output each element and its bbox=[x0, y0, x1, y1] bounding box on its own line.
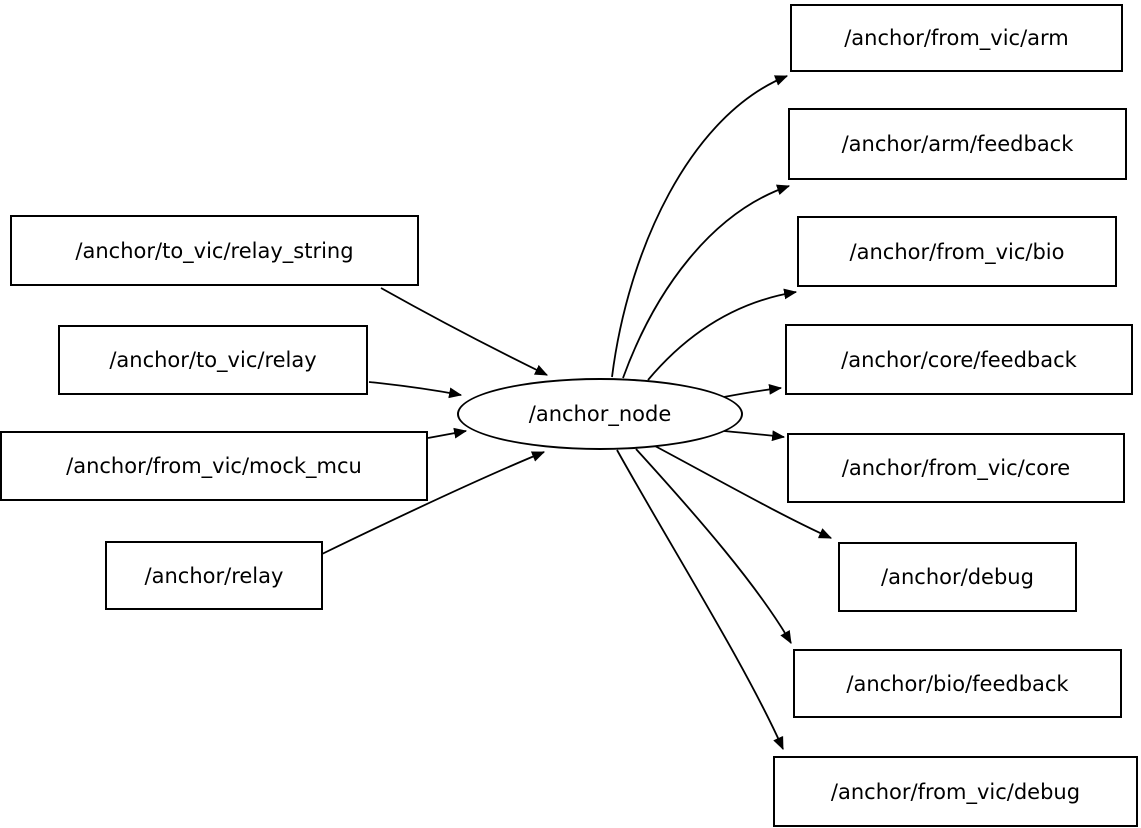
edge-to-vic-relay-to-anchor-node bbox=[368, 381, 463, 399]
topic-label: /anchor/from_vic/bio bbox=[849, 239, 1065, 264]
node-label: /anchor_node bbox=[528, 402, 672, 426]
topic-label: /anchor/from_vic/debug bbox=[830, 779, 1081, 804]
edge-anchor-node-to-arm-feedback bbox=[622, 184, 791, 379]
edge-anchor-node-to-debug bbox=[654, 445, 832, 539]
topic-label: /anchor/to_vic/relay_string bbox=[75, 238, 354, 263]
edge-anchor-node-to-from-vic-bio bbox=[647, 288, 798, 381]
topic-label: /anchor/debug bbox=[881, 565, 1034, 589]
topic-label: /anchor/relay bbox=[144, 563, 284, 588]
topic-label: /anchor/arm/feedback bbox=[841, 132, 1074, 156]
topic-box-arm-feedback: /anchor/arm/feedback bbox=[788, 108, 1127, 180]
topic-box-core-feedback: /anchor/core/feedback bbox=[785, 324, 1133, 395]
topic-label: /anchor/from_vic/arm bbox=[844, 26, 1069, 50]
edge-mock-mcu-to-anchor-node bbox=[427, 427, 468, 439]
topic-box-from-vic-mock-mcu: /anchor/from_vic/mock_mcu bbox=[0, 431, 428, 501]
edge-anchor-node-to-core-feedback bbox=[723, 383, 783, 398]
topic-box-anchor-debug: /anchor/debug bbox=[838, 542, 1077, 612]
topic-box-anchor-relay: /anchor/relay bbox=[105, 541, 323, 610]
edge-anchor-node-to-bio-feedback bbox=[635, 448, 792, 644]
topic-box-from-vic-bio: /anchor/from_vic/bio bbox=[797, 216, 1117, 287]
edge-anchor-node-to-from-vic-debug bbox=[616, 449, 784, 750]
topic-label: /anchor/from_vic/core bbox=[841, 456, 1071, 480]
topic-box-to-vic-relay: /anchor/to_vic/relay bbox=[58, 325, 368, 395]
topic-label: /anchor/from_vic/mock_mcu bbox=[66, 454, 362, 478]
topic-box-from-vic-arm: /anchor/from_vic/arm bbox=[790, 4, 1123, 72]
topic-label: /anchor/core/feedback bbox=[841, 347, 1077, 372]
edge-anchor-node-to-from-vic-core bbox=[723, 430, 786, 442]
topic-label: /anchor/bio/feedback bbox=[846, 671, 1069, 696]
topic-box-to-vic-relay-string: /anchor/to_vic/relay_string bbox=[10, 215, 419, 286]
edge-relay-string-to-anchor-node bbox=[380, 287, 548, 376]
topic-box-from-vic-core: /anchor/from_vic/core bbox=[787, 433, 1125, 503]
edge-anchor-node-to-from-vic-arm bbox=[611, 75, 789, 378]
node-ellipse-anchor-node: /anchor_node bbox=[457, 378, 743, 450]
edge-relay-to-anchor-node bbox=[321, 451, 546, 555]
topic-box-from-vic-debug: /anchor/from_vic/debug bbox=[773, 756, 1138, 827]
topic-box-bio-feedback: /anchor/bio/feedback bbox=[793, 649, 1122, 718]
topic-label: /anchor/to_vic/relay bbox=[109, 348, 317, 372]
